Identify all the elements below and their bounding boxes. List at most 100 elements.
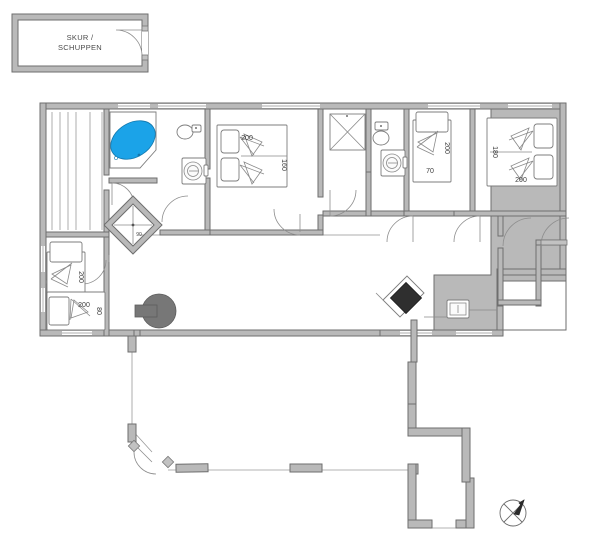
shower-square-cross xyxy=(329,113,366,151)
whirlpool-water xyxy=(110,120,156,160)
living-room-furniture xyxy=(375,275,497,363)
bed1-dim-length: 200 xyxy=(241,135,253,142)
wall-bath1-south xyxy=(108,177,158,184)
whirlpool-drain xyxy=(114,156,118,160)
outbuilding-shed: SKUR / SCHUPPEN xyxy=(11,13,149,73)
bedroom2-single-bed: 200 70 xyxy=(412,111,452,183)
bed2-pillow xyxy=(415,111,449,133)
bedroom1-double-bed: 200 160 xyxy=(216,124,288,188)
bed3-dim-length: 200 xyxy=(515,177,527,184)
compass-circle xyxy=(499,499,527,527)
wall-bedroom1-south xyxy=(209,229,324,236)
bed4b-duvet-fold xyxy=(69,298,91,321)
bed4b-dim-length: 200 xyxy=(78,302,90,309)
room-sauna xyxy=(51,112,103,230)
exterior-wall-south-joint xyxy=(133,329,141,337)
basin-inner-hall xyxy=(187,165,199,177)
shower-diamond-frame xyxy=(103,195,163,255)
bed4b-pillow xyxy=(48,296,70,326)
terrace-post-4 xyxy=(407,463,417,529)
hall-door-swing-2 xyxy=(81,259,107,285)
bed2-dim-width: 70 xyxy=(426,168,434,175)
wall-bedroom1-east-upper xyxy=(317,108,324,198)
wall-bedroom3-south xyxy=(453,210,567,217)
bed1-duvet-fold-top xyxy=(239,136,265,156)
bedroom1-door xyxy=(273,208,301,236)
bed2-dim-length: 200 xyxy=(443,142,450,154)
toilet-flush-bath2 xyxy=(380,125,382,127)
bed4b-dim-width: 80 xyxy=(95,307,102,315)
bed3-duvet-top xyxy=(510,127,530,151)
compass-rose xyxy=(499,499,527,527)
bedroom3-double-bed: 180 200 xyxy=(486,117,558,187)
shed-door-jamb-top xyxy=(141,25,149,32)
terrace-step-swing xyxy=(133,447,157,475)
exterior-wall-southeast-upper xyxy=(496,268,567,276)
shower-dim: 90 xyxy=(136,232,142,238)
north-windows xyxy=(118,104,552,108)
bed1-duvet-bottom xyxy=(243,161,263,185)
toilet-bowl-hall xyxy=(176,124,194,140)
bedroom2-door-swing xyxy=(386,215,414,243)
bed4a-duvet-fold xyxy=(50,262,73,288)
terrace-hinge-2 xyxy=(161,455,175,469)
corner-whirlpool-bath xyxy=(109,111,157,169)
wall-closet-west-lower xyxy=(497,247,504,307)
bed3-duvet-bottom xyxy=(510,157,530,181)
wall-sauna-bath xyxy=(103,108,110,176)
basin-inner-bath2 xyxy=(386,157,398,169)
toilet-flush-hall xyxy=(195,127,197,129)
bed1-pillow-bottom xyxy=(220,157,240,182)
terrace-rail-seg-1 xyxy=(175,463,209,473)
terrace-post-8 xyxy=(461,427,471,483)
bed3-pillow-bottom xyxy=(533,154,554,180)
bedroom3-door-swing xyxy=(453,215,481,243)
bed1-duvet-fold-bottom xyxy=(239,164,265,184)
bed1-pillow-top xyxy=(220,129,240,154)
terrace-rail-seg-2 xyxy=(289,463,323,473)
bedroom1-door-swing xyxy=(273,208,301,236)
bed3-duvet-fold-top xyxy=(508,130,534,150)
diamond-shower-cabin: 90 xyxy=(103,195,163,255)
bed4b-duvet xyxy=(70,299,89,319)
terrace-rail-seg-3 xyxy=(407,519,433,529)
wall-bedroom4-east xyxy=(103,236,110,337)
wall-bath2-east-lower xyxy=(365,171,372,217)
basin-side-hall xyxy=(203,164,209,177)
bathroom2-fixtures xyxy=(329,113,408,217)
closet-door-jamb xyxy=(540,239,568,246)
entrance-round-table xyxy=(134,293,177,329)
terrace-post-1 xyxy=(127,335,137,353)
terrace xyxy=(127,335,475,529)
bed4a-duvet xyxy=(51,264,72,285)
shed-door-swing xyxy=(115,29,143,57)
bedroom4-beds: 200 80 200 80 xyxy=(46,241,106,331)
bed3-duvet-fold-bottom xyxy=(508,160,534,180)
hall-doors xyxy=(81,195,189,285)
toilet-bowl-bath2 xyxy=(372,130,390,146)
bed3-pillow-top xyxy=(533,123,554,149)
basin-side-bath2 xyxy=(402,156,408,169)
hall-door-swing-1 xyxy=(161,195,189,223)
bed1-duvet-top xyxy=(243,133,263,157)
shower-square-head xyxy=(346,115,348,117)
wall-closet-west xyxy=(497,215,504,237)
bed2-duvet xyxy=(417,132,438,153)
shed-label-line2: SCHUPPEN xyxy=(58,43,102,52)
terrace-rail-seg-5 xyxy=(407,427,471,437)
bed2-duvet-fold xyxy=(416,130,439,156)
wall-bedroom2-south-b xyxy=(403,210,455,217)
shed-walls xyxy=(11,13,149,73)
terrace-post-2 xyxy=(127,423,137,443)
stove-flue-wall xyxy=(410,319,418,363)
bed4a-dim-length: 200 xyxy=(77,271,84,283)
wall-hall-bedroom1-lower xyxy=(204,177,211,236)
bathroom2-door-swing xyxy=(329,189,357,217)
bed3-dim-width: 180 xyxy=(491,146,498,158)
wood-stove-body xyxy=(389,281,423,315)
shed-label-line1: SKUR / xyxy=(67,33,94,42)
bed1-dim-width: 160 xyxy=(280,159,287,171)
wall-bedroom2-south-a xyxy=(370,210,405,217)
wall-bath2-east xyxy=(365,108,372,173)
whirlpool-jet xyxy=(137,153,141,157)
